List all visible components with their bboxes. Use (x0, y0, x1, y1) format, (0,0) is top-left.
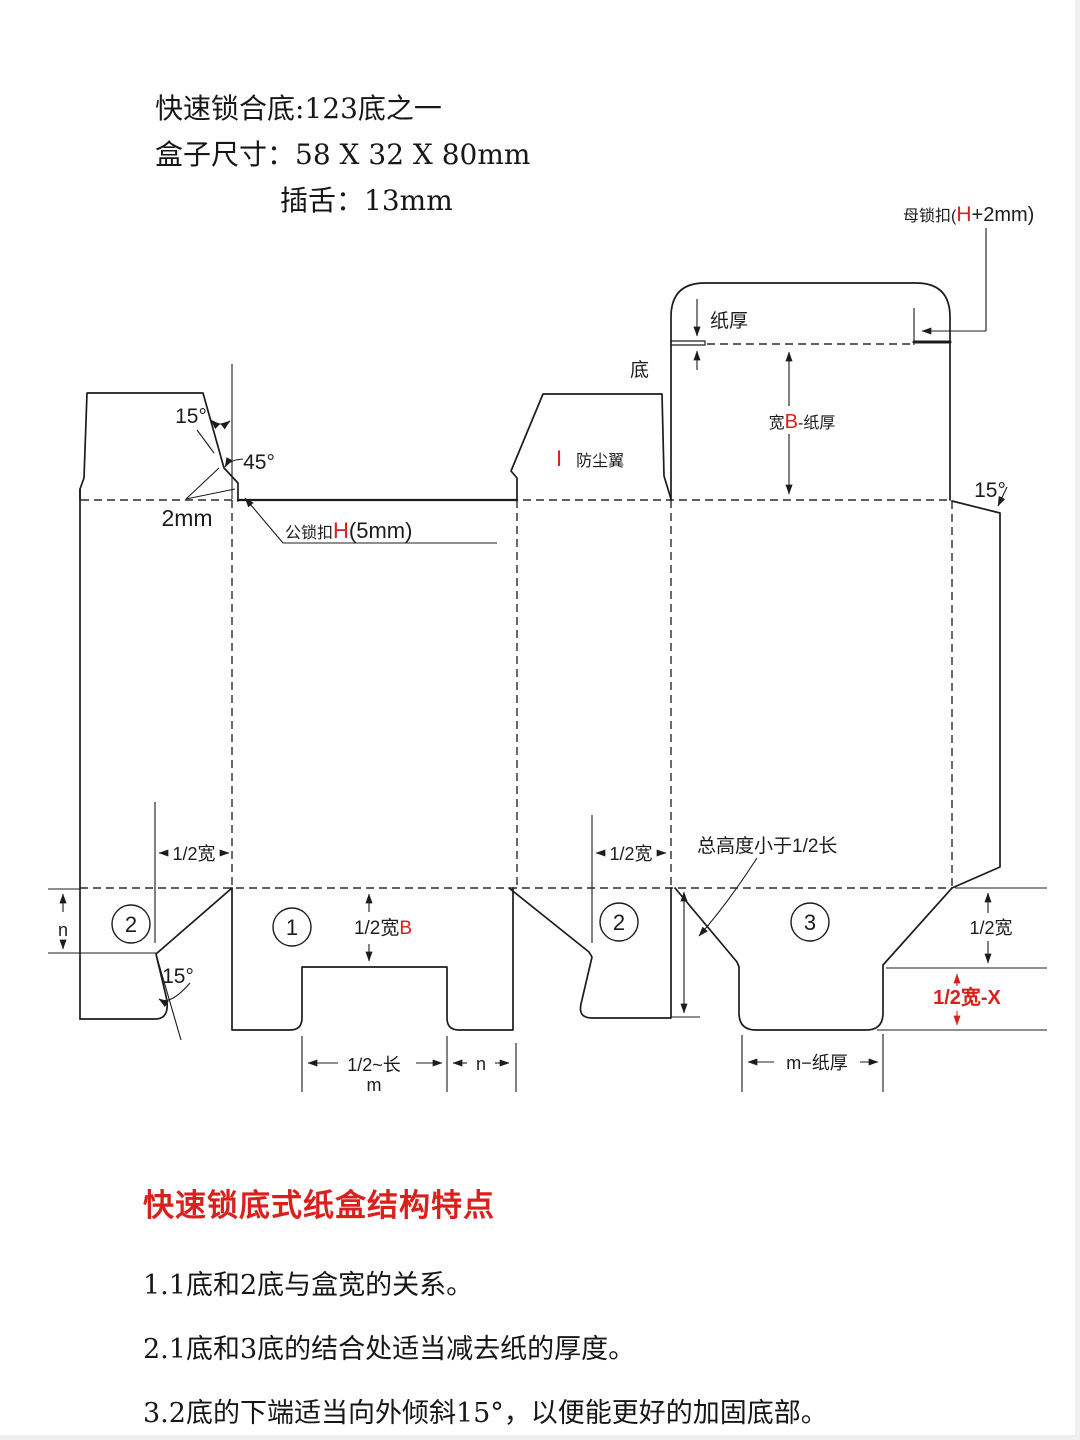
male-lock-label: 公锁扣H(5mm) (285, 518, 412, 543)
angle15-leader (196, 429, 215, 454)
widthB-label: 宽B-纸厚 (769, 411, 836, 433)
title-block: 快速锁合底:123底之一 盒子尺寸：58 X 32 X 80mm 插舌：13mm (155, 86, 530, 224)
feature-item-3: 3.2底的下端适当向外倾斜15°，以便能更好的加固底部。 (143, 1398, 828, 1429)
dieline-diagram: 2 1 2 3 15° 45° 2mm 公锁扣H(5mm) 母锁扣(H+2mm)… (48, 203, 1047, 1095)
bottom-flap-mid-2 (508, 887, 672, 1019)
dust-flap-text: 防尘翼 (576, 452, 624, 470)
female-lock-h: H (956, 203, 971, 226)
angle15-right-label: 15° (974, 479, 1006, 502)
panel-circle-center (272, 907, 312, 947)
paper-thickness-label: 纸厚 (710, 310, 748, 332)
m-minus-paper-label: m−纸厚 (786, 1053, 848, 1073)
dust-flap-label: I 防尘翼 (556, 446, 624, 471)
dust-flap-i: I (556, 446, 562, 471)
bottom-flap-3 (674, 887, 953, 1031)
cut-lines (79, 282, 1001, 1031)
glue-flap-outline (951, 500, 1001, 889)
two-mm-leader-a (185, 467, 220, 500)
halfw-mid-label: 1/2宽 (609, 844, 652, 864)
widthB-pre: 宽 (769, 414, 785, 432)
angle45-leader (224, 457, 244, 468)
male-lock-post: (5mm) (349, 518, 413, 543)
panel-circle-left (111, 904, 151, 944)
male-lock-pre: 公锁扣 (285, 524, 333, 542)
angle45-label: 45° (243, 451, 275, 474)
female-lock-post: +2mm) (972, 204, 1035, 226)
total-height-label: 总高度小于1/2长 (697, 835, 837, 857)
box-size-value: 58 X 32 X 80mm (295, 138, 531, 171)
title-line-2: 盒子尺寸：58 X 32 X 80mm (155, 132, 530, 178)
halfwX-label: 1/2宽-X (933, 985, 1001, 1009)
angle15-arc-b (219, 420, 231, 430)
halfwB-b: B (399, 918, 412, 939)
feature-item-1: 1.1底和2底与盒宽的关系。 (143, 1270, 474, 1301)
box-size-label: 盒子尺寸： (155, 138, 296, 171)
n-mid-label: n (476, 1054, 486, 1074)
angle15-bl-arc (158, 982, 191, 1007)
female-lock-pre: 母锁扣( (903, 207, 957, 225)
halfw-left-label: 1/2宽 (172, 844, 215, 864)
title-line-3: 插舌：13mm (280, 178, 530, 224)
angle15-bl-ext (155, 953, 182, 1041)
features-heading: 快速锁底式纸盒结构特点 (143, 1188, 495, 1223)
male-lock-leader (244, 497, 284, 544)
bottom-flap-left-2 (79, 887, 233, 1020)
panel-number-left: 2 (125, 912, 137, 937)
bottom-panel-outline (670, 282, 951, 501)
widthB-b: B (785, 411, 798, 433)
halfwB-pre: 1/2宽 (354, 917, 399, 939)
tuck-value: 13mm (364, 184, 453, 217)
m-label: m (367, 1075, 382, 1095)
female-lock-label: 母锁扣(H+2mm) (903, 203, 1034, 226)
dimension-lines (48, 228, 1047, 1092)
panel-number-right: 3 (804, 910, 816, 935)
title-line-1: 快速锁合底:123底之一 (155, 92, 442, 125)
bottom-panel-label: 底 (630, 359, 649, 381)
panel-number-center: 1 (286, 915, 298, 940)
scan-edge-right (1075, 0, 1080, 1440)
panel-circle-right (790, 902, 830, 942)
paper-thickness-slit (670, 340, 706, 346)
scan-edge-bottom (0, 1435, 1080, 1440)
angle15-top-label: 15° (175, 405, 207, 428)
angle15-right-leader (997, 486, 1008, 507)
male-lock-h: H (333, 518, 349, 543)
angle15-bl-label: 15° (162, 965, 194, 988)
panel-number-circles (111, 902, 830, 947)
halfwB-label: 1/2宽B (354, 917, 412, 939)
two-mm-leader-b (185, 488, 236, 500)
bottom-flap-1 (231, 887, 514, 1031)
feature-item-2: 2.1底和3底的结合处适当减去纸的厚度。 (143, 1334, 636, 1365)
two-mm-label: 2mm (161, 505, 212, 531)
dust-flap-outline (510, 393, 672, 501)
totalh-leader (698, 857, 758, 937)
angle15-arc-a (210, 419, 221, 430)
top-left-flap (79, 392, 239, 502)
n-left-label: n (58, 920, 68, 940)
tuck-label: 插舌： (280, 184, 365, 217)
widthB-post: -纸厚 (798, 414, 835, 432)
panel-number-middle: 2 (613, 910, 625, 935)
halflen-label: 1/2~长 (347, 1055, 401, 1075)
halfw-right-label: 1/2宽 (969, 918, 1012, 938)
panel-circle-middle (599, 902, 639, 942)
features-section: 快速锁底式纸盒结构特点 1.1底和2底与盒宽的关系。 2.1底和3底的结合处适当… (143, 1180, 1023, 1440)
